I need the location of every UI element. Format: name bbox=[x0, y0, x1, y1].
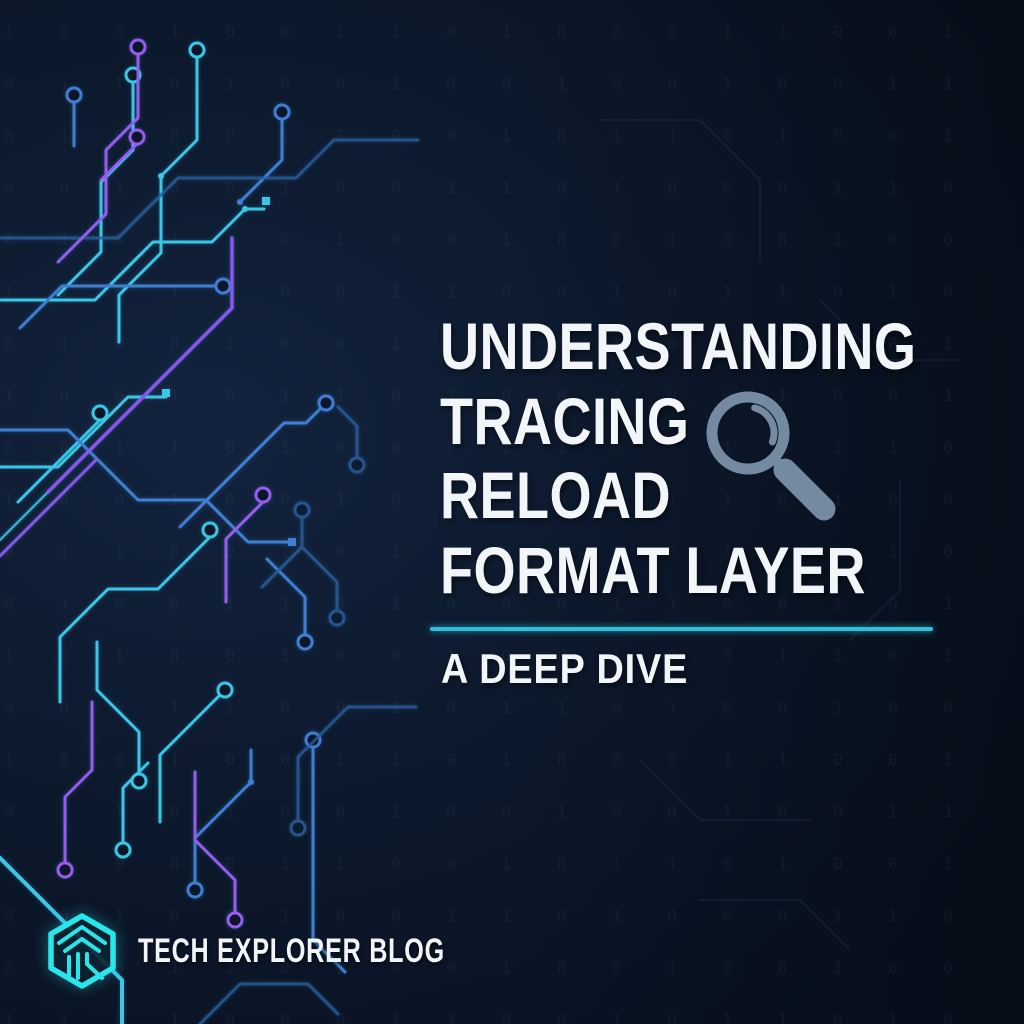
title-line-3: RELOAD bbox=[440, 458, 671, 532]
brand-footer: TECH EXPLORER BLOG bbox=[46, 912, 553, 990]
title-line-4: FORMAT LAYER bbox=[440, 532, 866, 607]
purple-traces bbox=[56, 38, 272, 929]
violet-traces bbox=[0, 236, 234, 558]
brand-name: TECH EXPLORER BLOG bbox=[138, 931, 445, 970]
dim-blue-traces bbox=[0, 138, 420, 1024]
cyan-traces bbox=[0, 41, 270, 1024]
brand-logo-hexagon-icon bbox=[48, 913, 116, 989]
title-line-1: UNDERSTANDING bbox=[440, 309, 917, 383]
page-title: UNDERSTANDING TRACING RELOAD FORMAT LAYE… bbox=[440, 309, 916, 607]
magnifying-glass-icon bbox=[706, 391, 836, 521]
blue-traces bbox=[0, 86, 347, 974]
title-divider bbox=[430, 627, 933, 631]
title-line-2: TRACING bbox=[440, 383, 690, 458]
faint-background-traces bbox=[599, 119, 961, 951]
subtitle: A DEEP DIVE bbox=[441, 645, 689, 692]
